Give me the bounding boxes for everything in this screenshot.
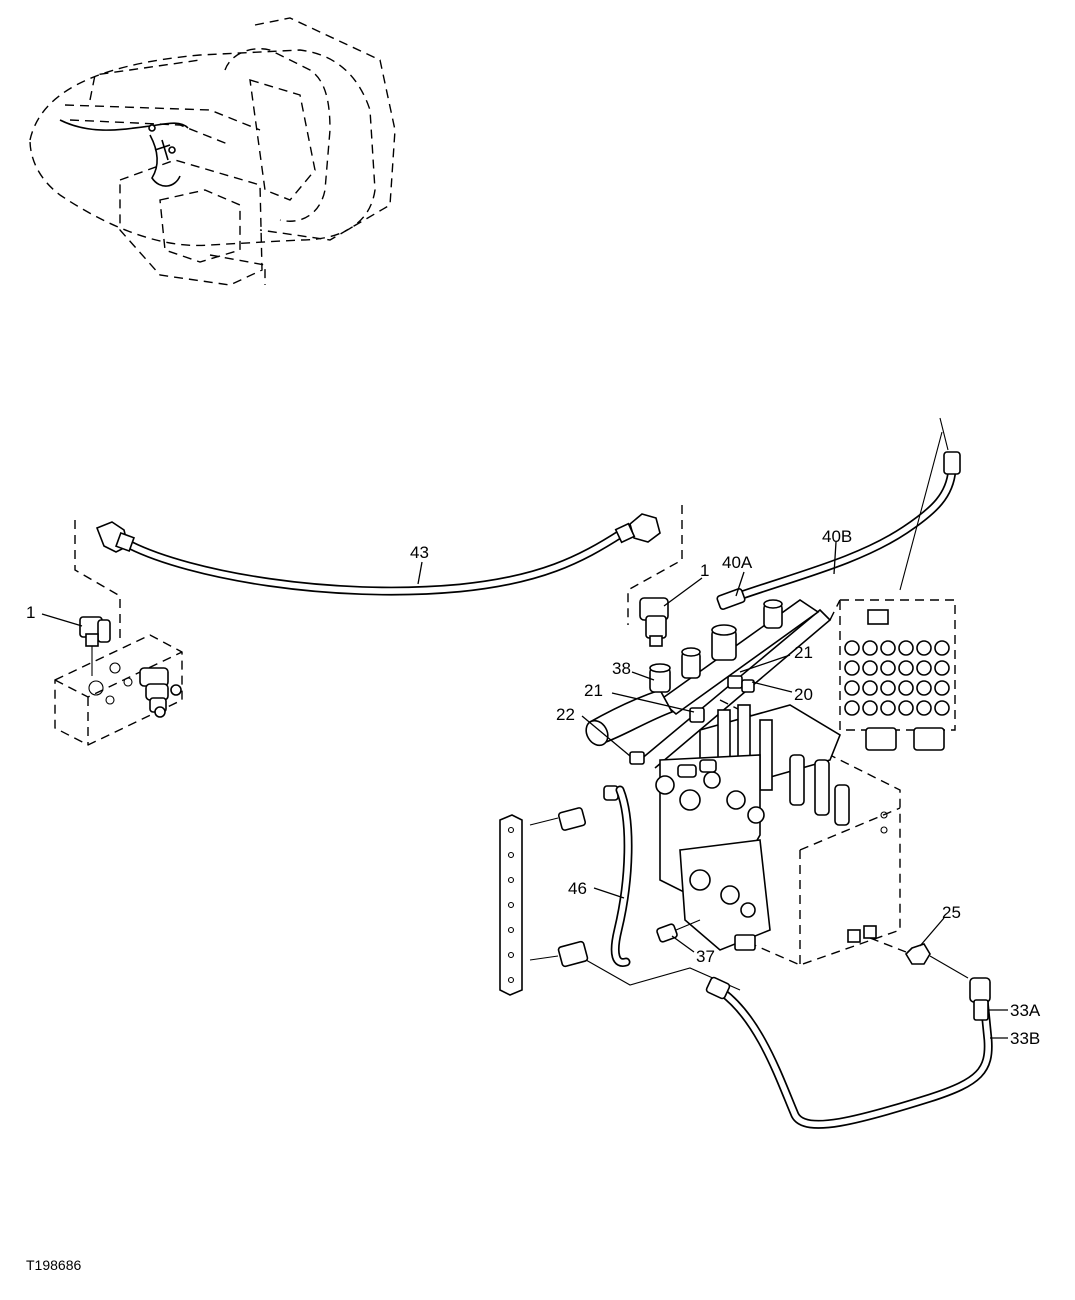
callout-40b: 40B [822, 527, 852, 546]
callout-1-right: 1 [700, 561, 709, 580]
line-40-assembly [716, 417, 961, 610]
left-valve-block [54, 634, 183, 746]
callout-40a: 40A [722, 553, 753, 572]
callout-38: 38 [612, 659, 631, 678]
callout-46: 46 [568, 879, 587, 898]
callout-43: 43 [410, 543, 429, 562]
callout-labels: 1 43 1 40A 40B 38 21 21 20 22 46 25 37 3… [26, 527, 1041, 1048]
leader-lines [41, 541, 1008, 1039]
hose-43 [74, 505, 683, 640]
machine-locator-view [29, 17, 396, 286]
callout-1-left: 1 [26, 603, 35, 622]
callout-25: 25 [942, 903, 961, 922]
tube-bar-assembly [585, 599, 832, 769]
pressure-switch-bracket [499, 785, 619, 996]
callout-21-top: 21 [794, 643, 813, 662]
figure-id: T198686 [26, 1257, 81, 1273]
fitting-37 [656, 919, 701, 943]
hose-33 [705, 937, 993, 1129]
solenoid-manifold [829, 599, 956, 751]
callout-37: 37 [696, 947, 715, 966]
elbow-fitting-right [639, 597, 669, 647]
callout-20: 20 [794, 685, 813, 704]
callout-33b: 33B [1010, 1029, 1040, 1048]
elbow-fitting-left [79, 616, 111, 676]
callout-22: 22 [556, 705, 575, 724]
control-valve [655, 699, 901, 966]
callout-21-mid: 21 [584, 681, 603, 700]
callout-33a: 33A [1010, 1001, 1041, 1020]
